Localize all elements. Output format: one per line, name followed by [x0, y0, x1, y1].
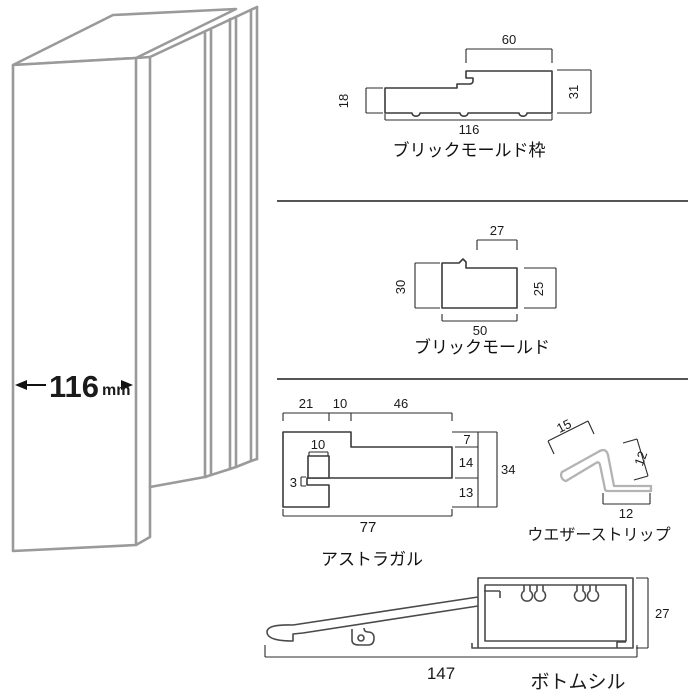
dim-bracket-right: [452, 431, 498, 508]
weather-strip-inner: [564, 461, 653, 493]
width-unit: mm: [102, 382, 130, 399]
dim-bracket-31: [557, 69, 592, 114]
frame-width-annotation: 116 mm: [15, 369, 133, 404]
dim-3: 3: [290, 475, 297, 490]
bottom-sill-label: ボトムシル: [530, 671, 625, 693]
dim-31: 31: [566, 85, 581, 99]
dim-bracket-116: [384, 114, 553, 121]
dim-bracket-15: [547, 420, 595, 455]
dim-bracket-18: [365, 87, 383, 114]
dim-25: 25: [531, 282, 546, 296]
dim-bracket-12-side: [622, 438, 649, 481]
dim-18: 18: [336, 94, 351, 108]
astragal-profile: [282, 431, 453, 508]
sill-clip-hole: [357, 634, 365, 642]
dim-7: 7: [463, 432, 470, 447]
dim-10-top: 10: [333, 396, 347, 411]
brick-mold-frame-label: ブリックモールド枠: [393, 140, 546, 160]
dim-13: 13: [459, 485, 473, 500]
sill-omega-3: [573, 585, 587, 602]
dim-12-side: 12: [631, 449, 650, 468]
dim-bracket-top: [282, 412, 453, 421]
frame-panel-edge: [134, 55, 152, 547]
sill-box-inner: [484, 584, 627, 642]
brick-mold-frame-profile: [384, 70, 553, 117]
sill-step-notch: [484, 590, 501, 598]
dim-14: 14: [459, 455, 473, 470]
dim-bracket-12-bottom: [602, 493, 651, 505]
dim-bracket-27: [476, 239, 518, 250]
dim-116: 116: [459, 122, 480, 137]
dim-30: 30: [393, 280, 408, 294]
sill-box-outer: [477, 577, 634, 649]
weather-strip-section: 15 12 12 ウエザーストリップ: [527, 416, 670, 544]
dim-77: 77: [360, 519, 377, 536]
dim-46: 46: [394, 396, 408, 411]
frame-jamb-verticals: [203, 5, 259, 479]
width-arrow-right-head: [121, 380, 133, 390]
weather-strip-nose: [560, 470, 568, 483]
frame-jamb-top-edge: [148, 5, 259, 59]
brick-mold-section: 27 30 25 50 ブリックモールド: [393, 223, 557, 357]
brick-mold-profile: [441, 258, 518, 309]
dim-21: 21: [299, 396, 313, 411]
door-frame-3d-drawing: [11, 5, 259, 553]
dim-bracket-3: [300, 476, 306, 487]
dim-bracket-25: [524, 267, 557, 309]
bottom-sill-section: 27 147 ボトムシル: [264, 577, 669, 693]
dim-bracket-inner-10: [308, 451, 329, 456]
dim-27: 27: [490, 223, 504, 238]
width-arrow-left-head: [15, 380, 27, 390]
dim-10-inner: 10: [311, 437, 325, 452]
brick-mold-frame-section: 60 18 31 116 ブリックモールド枠: [336, 32, 592, 160]
dim-15: 15: [554, 416, 574, 436]
frame-front-panel: [11, 56, 138, 553]
sill-omega-1: [520, 585, 534, 602]
astragal-section: 21 10 46 10 3 7 14 13 34 77 アストラガル: [282, 396, 515, 569]
sill-feet: [471, 641, 626, 649]
astragal-notch: [307, 455, 330, 479]
dim-bracket-50: [441, 314, 518, 322]
frame-top-face: [11, 7, 238, 67]
dim-bracket-27-sill: [636, 577, 649, 649]
dim-50: 50: [473, 323, 487, 338]
dim-34: 34: [501, 462, 515, 477]
sill-omega-4: [586, 585, 600, 602]
dim-12-bottom: 12: [619, 506, 633, 521]
astragal-label: アストラガル: [321, 550, 423, 569]
dim-bracket-30: [414, 262, 440, 309]
weather-strip-label: ウエザーストリップ: [527, 526, 670, 544]
dim-147: 147: [427, 664, 455, 683]
dim-60: 60: [502, 32, 516, 47]
sill-ramp: [266, 596, 479, 642]
dim-bracket-77: [282, 509, 453, 517]
dim-bracket-147: [264, 645, 638, 658]
sill-omega-2: [533, 585, 547, 602]
weather-strip-outer: [560, 448, 653, 488]
width-value: 116: [49, 369, 99, 404]
sill-clip: [351, 627, 375, 646]
brick-mold-label: ブリックモールド: [414, 337, 550, 357]
dim-bracket-60: [465, 48, 553, 63]
frame-jamb-bottom-edges: [148, 457, 259, 489]
dim-27-sill: 27: [655, 606, 669, 621]
